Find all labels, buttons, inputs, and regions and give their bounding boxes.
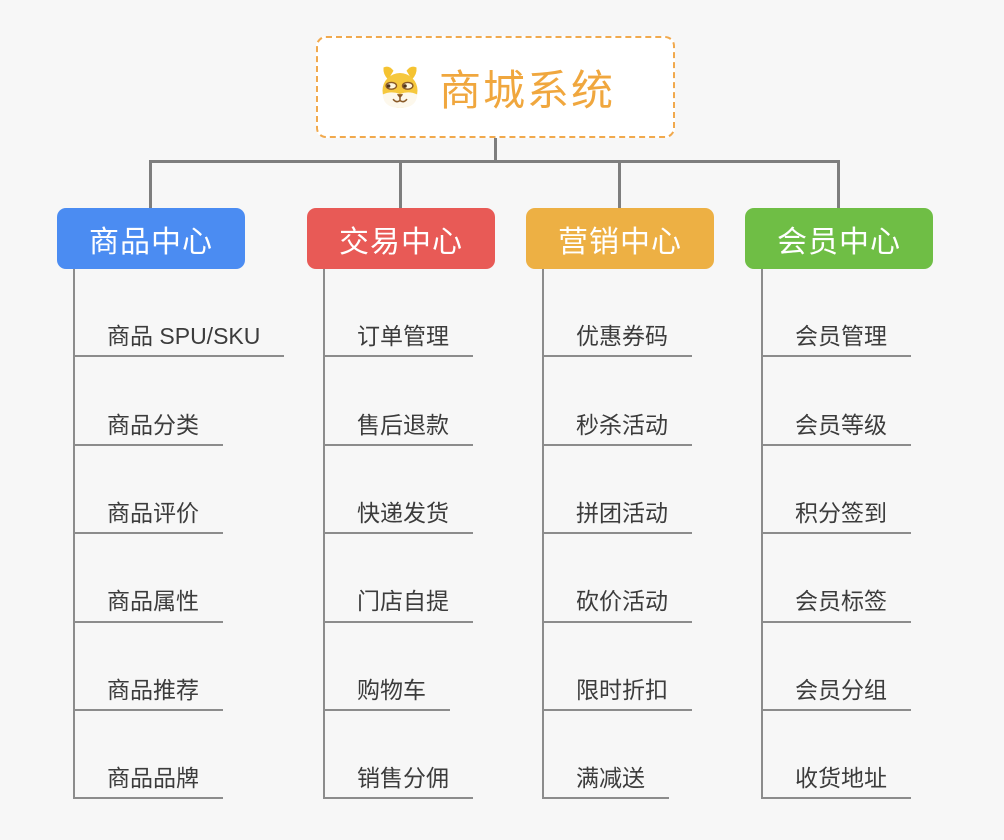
- subtopic-list-trade-center: 订单管理 售后退款 快递发货 门店自提 购物车 销售分佣: [323, 269, 473, 800]
- subtopic-node[interactable]: 商品评价: [73, 446, 223, 535]
- subtopic-node[interactable]: 商品品牌: [73, 711, 223, 800]
- subtopic-node[interactable]: 订单管理: [323, 269, 473, 358]
- subtopic-node[interactable]: 售后退款: [323, 357, 473, 446]
- connector-drop-marketing: [618, 160, 621, 208]
- subtopic-node[interactable]: 商品分类: [73, 357, 223, 446]
- subtopic-node[interactable]: 拼团活动: [542, 446, 692, 535]
- subtopic-list-member-center: 会员管理 会员等级 积分签到 会员标签 会员分组 收货地址: [761, 269, 911, 800]
- subtopic-node[interactable]: 购物车: [323, 623, 450, 711]
- subtopic-node[interactable]: 会员等级: [761, 357, 911, 446]
- dog-face-icon: [382, 66, 418, 108]
- connector-drop-trade: [399, 160, 402, 208]
- connector-drop-members: [837, 160, 840, 208]
- subtopic-node[interactable]: 销售分佣: [323, 711, 473, 800]
- connector-drop-products: [149, 160, 152, 208]
- subtopic-node[interactable]: 会员分组: [761, 623, 911, 711]
- subtopic-node[interactable]: 收货地址: [761, 711, 911, 800]
- subtopic-node[interactable]: 满减送: [542, 711, 669, 800]
- branch-node-member-center[interactable]: 会员中心: [745, 208, 933, 269]
- subtopic-list-marketing-center: 优惠券码 秒杀活动 拼团活动 砍价活动 限时折扣 满减送: [542, 269, 692, 800]
- subtopic-node[interactable]: 商品属性: [73, 534, 223, 623]
- subtopic-node[interactable]: 优惠券码: [542, 269, 692, 358]
- subtopic-list-product-center: 商品 SPU/SKU 商品分类 商品评价 商品属性 商品推荐 商品品牌: [73, 269, 285, 800]
- connector-horizontal-bar: [149, 160, 840, 163]
- subtopic-node[interactable]: 商品推荐: [73, 623, 223, 711]
- subtopic-node[interactable]: 会员管理: [761, 269, 911, 358]
- root-node-title: 商城系统: [438, 66, 615, 114]
- branch-node-trade-center[interactable]: 交易中心: [307, 208, 495, 269]
- subtopic-node[interactable]: 限时折扣: [542, 623, 692, 711]
- branch-node-marketing-center[interactable]: 营销中心: [526, 208, 714, 269]
- subtopic-node[interactable]: 商品 SPU/SKU: [73, 269, 285, 358]
- subtopic-node[interactable]: 会员标签: [761, 534, 911, 623]
- branch-node-product-center[interactable]: 商品中心: [57, 208, 245, 269]
- connector-root-stub: [494, 138, 497, 162]
- subtopic-node[interactable]: 秒杀活动: [542, 357, 692, 446]
- subtopic-node[interactable]: 门店自提: [323, 534, 473, 623]
- subtopic-node[interactable]: 积分签到: [761, 446, 911, 535]
- subtopic-node[interactable]: 砍价活动: [542, 534, 692, 623]
- subtopic-node[interactable]: 快递发货: [323, 446, 473, 535]
- root-node-mall-system[interactable]: 商城系统: [316, 36, 675, 138]
